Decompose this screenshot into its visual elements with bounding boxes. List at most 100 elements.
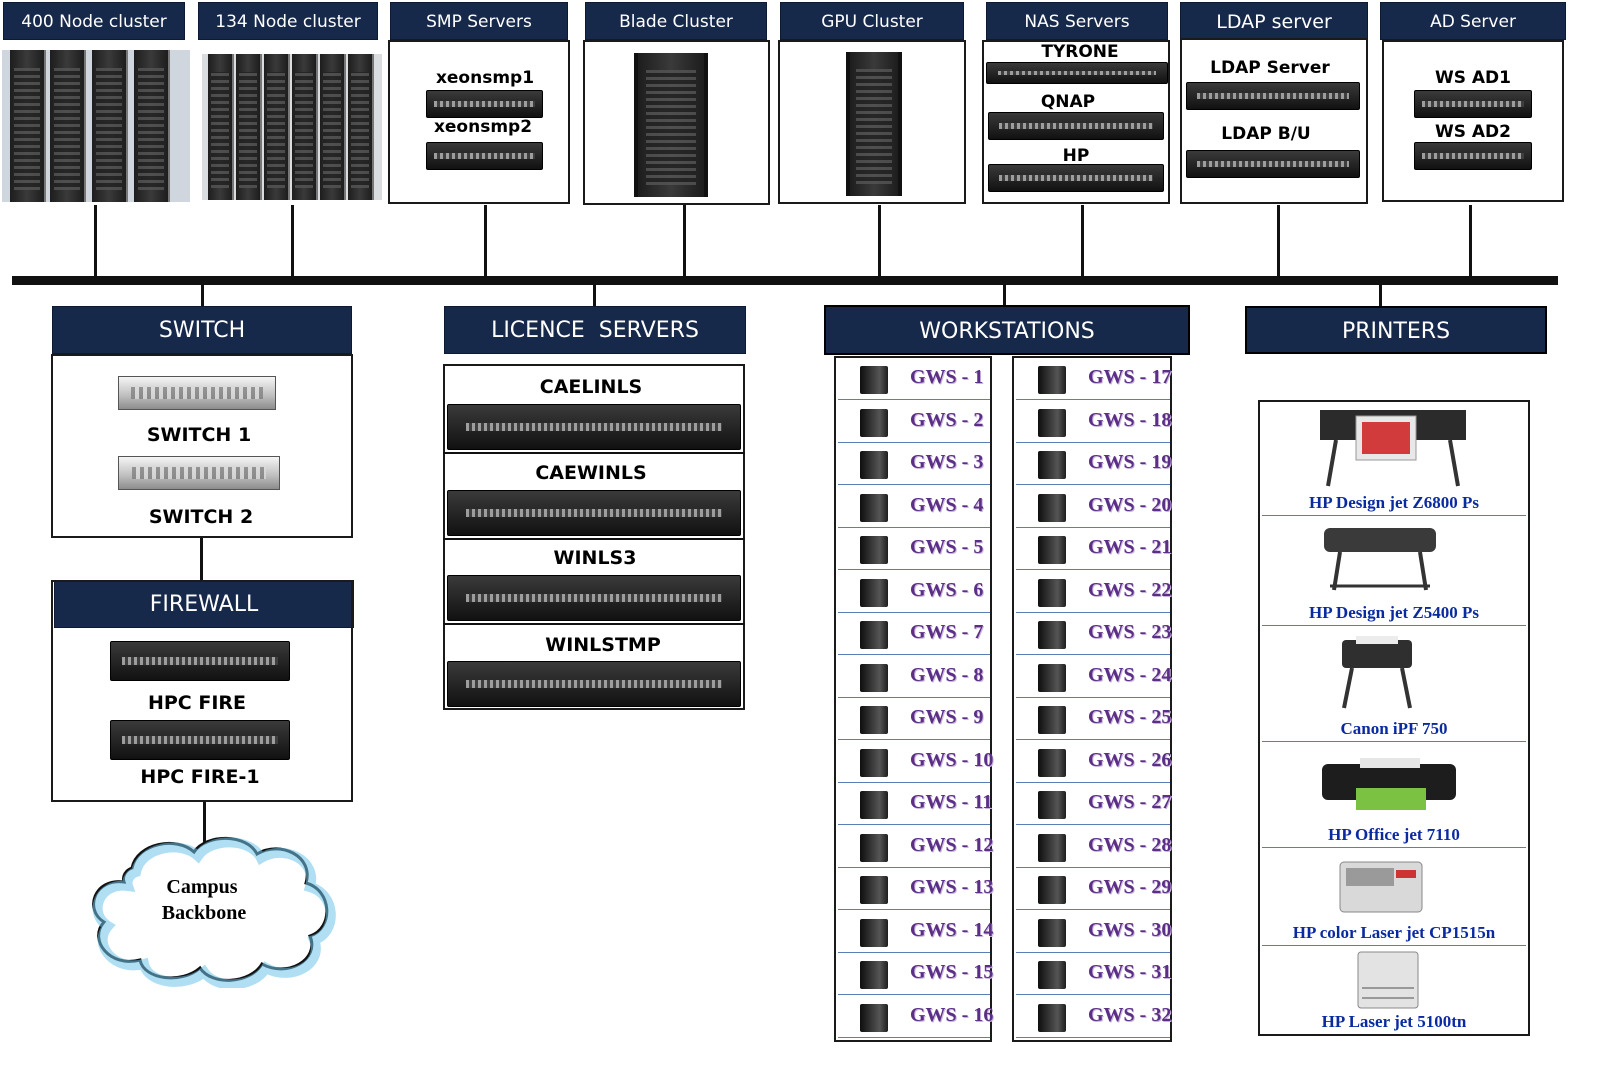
firewall-item-2: HPC FIRE-1: [140, 766, 260, 788]
workstation-row: GWS - 10: [838, 741, 994, 783]
printers-box: [1258, 400, 1530, 1036]
licence-divider-3: [443, 623, 745, 625]
connector-node400: [94, 205, 97, 277]
campus-backbone-cloud: [92, 836, 336, 988]
licence-server-caelinls: [447, 404, 741, 450]
desktop-tower-icon: [860, 536, 888, 564]
ldap-item-server: LDAP Server: [1210, 58, 1330, 78]
workstation-row: GWS - 2: [838, 401, 990, 443]
connector-gpu: [878, 205, 881, 277]
printer-row: Canon iPF 750: [1262, 626, 1526, 742]
printer-label: HP Office jet 7110: [1328, 825, 1460, 844]
desktop-tower-icon: [860, 833, 888, 862]
workstation-label: GWS - 2: [910, 408, 984, 431]
licence-header: LICENCE SERVERS: [444, 306, 746, 354]
workstation-label: GWS - 3: [910, 451, 984, 473]
workstation-row: GWS - 5: [838, 528, 990, 570]
workstation-label: GWS - 24: [1088, 663, 1172, 686]
desktop-tower-icon: [860, 918, 888, 947]
connector-firewall-backbone: [203, 802, 206, 844]
workstation-label: GWS - 32: [1088, 1003, 1172, 1026]
printer-label: HP Design jet Z6800 Ps: [1309, 493, 1479, 512]
printer-row: HP Office jet 7110: [1262, 742, 1526, 848]
workstation-row: GWS - 15: [838, 953, 993, 995]
ldap-item-backup: LDAP B/U: [1221, 124, 1311, 144]
desktop-tower-icon: [1038, 833, 1066, 862]
desktop-tower-icon: [860, 876, 888, 904]
workstation-label: GWS - 30: [1088, 918, 1172, 941]
desktop-tower-icon: [860, 791, 888, 819]
workstation-label: GWS - 22: [1088, 578, 1172, 601]
workstation-row: GWS - 31: [1016, 953, 1171, 995]
workstation-row: GWS - 22: [1016, 571, 1172, 613]
smp-box: [388, 40, 570, 204]
workstation-label: GWS - 26: [1088, 748, 1172, 771]
printer-label: HP color Laser jet CP1515n: [1292, 923, 1496, 942]
workstation-label: GWS - 19: [1088, 451, 1172, 473]
nas-server-qnap: [988, 112, 1164, 140]
desktop-tower-icon: [1038, 961, 1066, 989]
workstation-label: GWS - 8: [910, 663, 984, 686]
printer-row: HP Laser jet 5100tn: [1262, 946, 1526, 1034]
workstation-label: GWS - 11: [910, 791, 993, 813]
desktop-tower-icon: [1038, 876, 1066, 904]
licence-item-caelinls: CAELINLS: [539, 376, 643, 398]
large-format-printer-icon: [1342, 636, 1412, 709]
ldap-server: [1186, 82, 1360, 110]
ad-header: AD Server: [1380, 2, 1566, 40]
workstation-row: GWS - 11: [838, 783, 993, 825]
workstation-label: GWS - 18: [1088, 408, 1172, 431]
printer-label: Canon iPF 750: [1340, 719, 1448, 738]
desktop-tower-icon: [860, 366, 888, 394]
workstation-label: GWS - 27: [1088, 791, 1172, 813]
nas-item-qnap: QNAP: [1040, 92, 1096, 112]
connector-ad: [1469, 205, 1472, 277]
connector-workstations: [1003, 284, 1006, 306]
desktop-tower-icon: [1038, 1003, 1066, 1032]
desktop-tower-icon: [1038, 621, 1066, 649]
workstation-label: GWS - 12: [910, 833, 994, 856]
backbone-label-line2: Backbone: [161, 902, 247, 924]
workstations-header: WORKSTATIONS: [824, 305, 1190, 355]
switch-1-device: [118, 376, 276, 410]
licence-item-caewinls: CAEWINLS: [535, 462, 647, 484]
desktop-tower-icon: [1038, 918, 1066, 947]
workstation-label: GWS - 10: [910, 748, 994, 771]
desktop-tower-icon: [1038, 451, 1066, 479]
workstation-label: GWS - 28: [1088, 833, 1172, 856]
firewall-device-1: [110, 641, 290, 681]
licence-item-winlstmp: WINLSTMP: [545, 634, 661, 656]
workstation-row: GWS - 4: [838, 486, 990, 528]
ad-item-1: WS AD1: [1434, 68, 1511, 88]
connector-nas: [1081, 205, 1084, 277]
workstation-label: GWS - 25: [1088, 706, 1172, 728]
workstation-row: GWS - 23: [1016, 613, 1172, 655]
workstation-label: GWS - 23: [1088, 621, 1172, 643]
printer-row: HP Design jet Z6800 Ps: [1262, 404, 1526, 516]
workstation-label: GWS - 13: [910, 876, 994, 898]
smp-item-1: xeonsmp1: [435, 68, 535, 88]
workstation-label: GWS - 17: [1088, 366, 1172, 388]
ad-server-1: [1414, 90, 1532, 118]
desktop-tower-icon: [860, 748, 888, 777]
workstation-row: GWS - 8: [838, 656, 990, 698]
workstation-label: GWS - 5: [910, 536, 984, 558]
desktop-tower-icon: [860, 706, 888, 734]
workstation-row: GWS - 16: [838, 996, 994, 1038]
printers-header: PRINTERS: [1245, 306, 1547, 354]
workstation-label: GWS - 6: [910, 578, 984, 601]
workstation-row: GWS - 28: [1016, 826, 1172, 868]
workstation-row: GWS - 1: [838, 358, 990, 400]
workstation-label: GWS - 16: [910, 1003, 994, 1026]
workstation-row: GWS - 14: [838, 911, 993, 953]
workstation-row: GWS - 27: [1016, 783, 1172, 825]
switch-item-1: SWITCH 1: [146, 424, 252, 446]
workstation-label: GWS - 29: [1088, 876, 1172, 898]
desktop-tower-icon: [1038, 536, 1066, 564]
workstation-row: GWS - 6: [838, 571, 990, 613]
node400-cluster-photo: [2, 50, 190, 202]
licence-server-caewinls: [447, 490, 741, 536]
firewall-item-1: HPC FIRE: [147, 692, 247, 714]
workstation-label: GWS - 1: [910, 366, 984, 388]
firewall-device-2: [110, 720, 290, 760]
